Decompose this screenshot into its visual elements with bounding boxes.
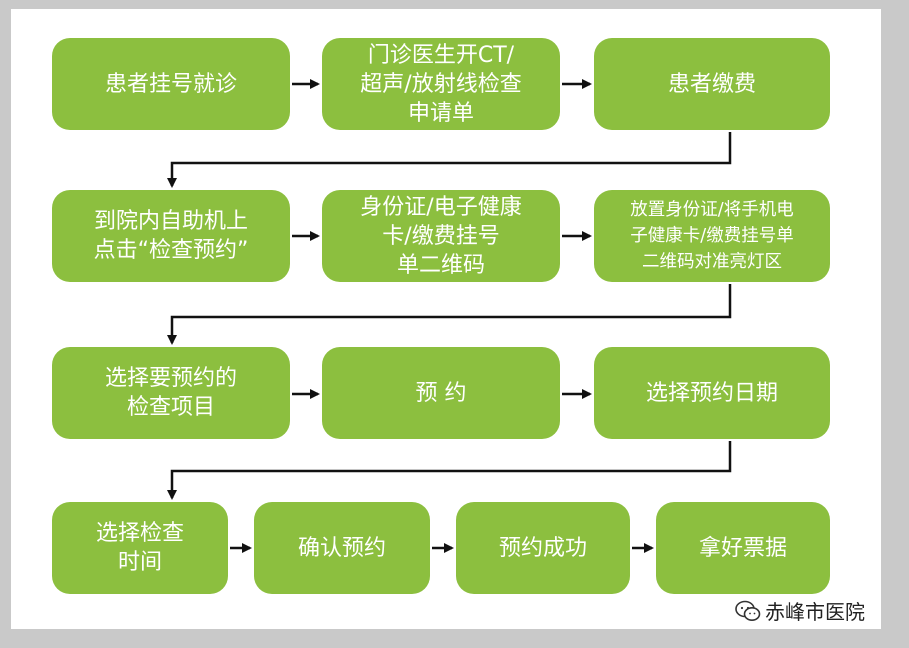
step-receipt: 拿好票据 [656, 502, 830, 594]
watermark-text: 赤峰市医院 [765, 600, 865, 624]
step-success: 预约成功 [456, 502, 630, 594]
step-self-service-kiosk: 到院内自助机上 点击“检查预约” [52, 190, 290, 282]
step-choose-time: 选择检查 时间 [52, 502, 228, 594]
step-choose-date: 选择预约日期 [594, 347, 830, 439]
step-scan-id: 放置身份证/将手机电 子健康卡/缴费挂号单 二维码对准亮灯区 [594, 190, 830, 282]
step-reserve: 预 约 [322, 347, 560, 439]
arrow-s3-s4 [167, 132, 732, 188]
step-payment: 患者缴费 [594, 38, 830, 130]
arrow-s6-s7 [167, 284, 732, 345]
arrow-s9-s10 [167, 441, 732, 500]
step-confirm: 确认预约 [254, 502, 430, 594]
watermark: 赤峰市医院 [735, 596, 865, 625]
step-id-options: 身份证/电子健康 卡/缴费挂号 单二维码 [322, 190, 560, 282]
step-choose-exam: 选择要预约的 检查项目 [52, 347, 290, 439]
step-doctor-request: 门诊医生开CT/ 超声/放射线检查 申请单 [322, 38, 560, 130]
wechat-icon [735, 600, 761, 621]
step-register: 患者挂号就诊 [52, 38, 290, 130]
